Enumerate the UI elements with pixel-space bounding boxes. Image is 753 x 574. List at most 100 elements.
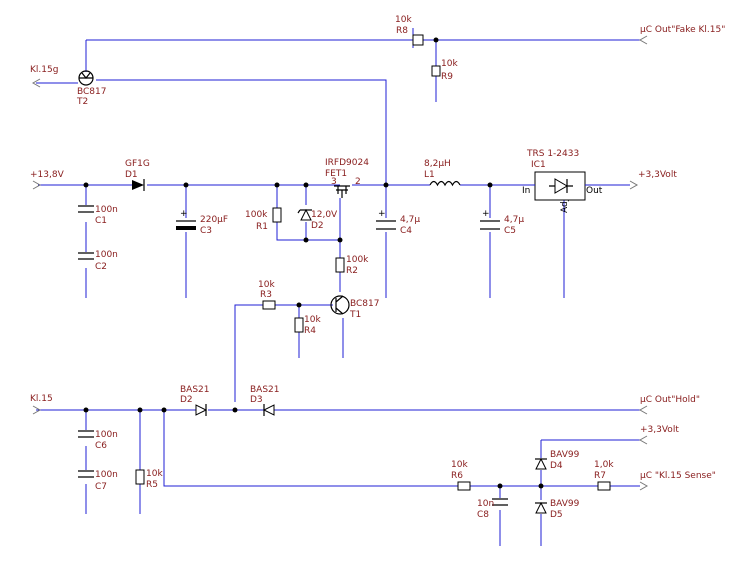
svg-text:BC817: BC817 xyxy=(77,87,106,97)
svg-text:10k: 10k xyxy=(146,469,163,479)
capacitor-c2: 100n C2 xyxy=(78,250,118,272)
svg-text:BAS21: BAS21 xyxy=(180,385,210,395)
svg-text:+: + xyxy=(378,209,386,219)
svg-text:T2: T2 xyxy=(76,97,88,107)
capacitor-c5: + 4,7µ C5 xyxy=(480,209,524,236)
svg-text:R3: R3 xyxy=(260,290,272,300)
svg-text:100n: 100n xyxy=(95,250,118,260)
svg-text:12,0V: 12,0V xyxy=(311,210,338,220)
svg-text:FET1: FET1 xyxy=(325,169,347,179)
transistor-t1: BC817 T1 xyxy=(330,295,379,320)
junctions xyxy=(83,37,544,489)
diode-d4: BAV99 D4 xyxy=(535,450,580,471)
svg-text:C6: C6 xyxy=(95,441,107,451)
svg-text:µC Out"Fake Kl.15": µC Out"Fake Kl.15" xyxy=(640,25,725,35)
svg-text:220µF: 220µF xyxy=(200,215,228,225)
capacitor-c4: + 4,7µ C4 xyxy=(376,209,420,236)
inductor-l1: 8,2µH L1 xyxy=(424,159,461,187)
svg-text:100k: 100k xyxy=(346,255,369,265)
svg-text:R4: R4 xyxy=(304,326,316,336)
svg-text:+13,8V: +13,8V xyxy=(30,170,65,180)
svg-text:1,0k: 1,0k xyxy=(594,460,614,470)
svg-text:In: In xyxy=(522,186,530,196)
svg-text:+3,3Volt: +3,3Volt xyxy=(638,170,677,180)
port-hold-out: µC Out"Hold" xyxy=(638,395,700,415)
svg-text:100n: 100n xyxy=(95,205,118,215)
svg-text:+3,3Volt: +3,3Volt xyxy=(640,425,679,435)
svg-text:10k: 10k xyxy=(451,460,468,470)
svg-text:10k: 10k xyxy=(395,15,412,25)
svg-text:C2: C2 xyxy=(95,262,107,272)
svg-text:D3: D3 xyxy=(250,395,263,405)
svg-text:2: 2 xyxy=(355,177,361,187)
diode-d5: BAV99 D5 xyxy=(535,499,580,520)
capacitor-c6: 100n C6 xyxy=(78,430,118,451)
capacitor-c1: 100n C1 xyxy=(78,205,118,226)
svg-text:10k: 10k xyxy=(304,315,321,325)
svg-text:µC Out"Hold": µC Out"Hold" xyxy=(640,395,700,405)
svg-text:BAS21: BAS21 xyxy=(250,385,280,395)
transistor-t2: BC817 T2 xyxy=(76,70,106,107)
svg-text:8,2µH: 8,2µH xyxy=(424,159,451,169)
svg-text:10k: 10k xyxy=(441,59,458,69)
diode-d2-bas21: BAS21 D2 xyxy=(180,385,210,416)
svg-text:C1: C1 xyxy=(95,216,107,226)
zener-d2: 12,0V D2 xyxy=(297,208,338,231)
svg-text:Kl.15g: Kl.15g xyxy=(30,65,58,75)
svg-text:C7: C7 xyxy=(95,482,107,492)
svg-text:C3: C3 xyxy=(200,226,212,236)
svg-text:D4: D4 xyxy=(550,461,563,471)
regulator-ic1: TRS 1-2433 IC1 In Out Adj xyxy=(520,149,605,213)
svg-text:R2: R2 xyxy=(346,266,358,276)
port-sense-out: µC "Kl.15 Sense" xyxy=(639,471,716,491)
port-fake-out: µC Out"Fake Kl.15" xyxy=(638,25,725,45)
svg-text:BAV99: BAV99 xyxy=(550,450,580,460)
svg-text:Adj: Adj xyxy=(560,199,570,213)
diode-d1: GF1G D1 xyxy=(125,159,150,191)
svg-text:10n: 10n xyxy=(477,499,494,509)
wires xyxy=(36,28,640,546)
port-3v3-sense: +3,3Volt xyxy=(638,425,679,445)
resistor-r3: 10k R3 xyxy=(258,280,276,310)
capacitor-c3: + 220µF C3 xyxy=(176,209,228,236)
svg-text:BC817: BC817 xyxy=(350,299,379,309)
svg-text:R9: R9 xyxy=(441,72,453,82)
svg-text:IRFD9024: IRFD9024 xyxy=(325,158,369,168)
resistor-r7: 1,0k R7 xyxy=(594,460,614,491)
svg-text:BAV99: BAV99 xyxy=(550,499,580,509)
svg-text:R8: R8 xyxy=(396,26,408,36)
svg-text:C4: C4 xyxy=(400,226,412,236)
svg-text:D5: D5 xyxy=(550,510,563,520)
mosfet-fet1: IRFD9024 FET1 3 2 xyxy=(325,158,369,198)
resistor-r8: 10k R8 xyxy=(395,15,424,46)
svg-text:100k: 100k xyxy=(245,210,268,220)
svg-text:TRS 1-2433: TRS 1-2433 xyxy=(526,149,579,159)
diode-d3-bas21: BAS21 D3 xyxy=(250,385,280,416)
port-3v3-main: +3,3Volt xyxy=(629,170,677,190)
svg-text:C8: C8 xyxy=(477,510,489,520)
svg-text:Kl.15: Kl.15 xyxy=(30,394,53,404)
svg-text:T1: T1 xyxy=(349,310,361,320)
svg-text:R7: R7 xyxy=(594,471,606,481)
svg-text:+: + xyxy=(180,209,188,219)
svg-text:D2: D2 xyxy=(180,395,193,405)
svg-text:+: + xyxy=(482,209,490,219)
resistor-r6: 10k R6 xyxy=(451,460,471,491)
capacitor-c8: 10n C8 xyxy=(477,498,508,520)
svg-text:4,7µ: 4,7µ xyxy=(400,215,420,225)
svg-text:IC1: IC1 xyxy=(531,160,546,170)
port-13v8: +13,8V xyxy=(30,170,65,190)
resistor-r4: 10k R4 xyxy=(294,315,321,336)
port-kl15g: Kl.15g xyxy=(30,65,58,88)
svg-text:R1: R1 xyxy=(256,222,268,232)
resistor-r2: 100k R2 xyxy=(335,255,369,276)
svg-text:GF1G: GF1G xyxy=(125,159,150,169)
svg-text:10k: 10k xyxy=(258,280,275,290)
svg-text:R6: R6 xyxy=(451,471,463,481)
svg-text:D1: D1 xyxy=(125,170,138,180)
svg-text:100n: 100n xyxy=(95,470,118,480)
svg-text:L1: L1 xyxy=(424,170,435,180)
resistor-r5: 10k R5 xyxy=(135,469,163,490)
svg-text:D2: D2 xyxy=(311,221,324,231)
